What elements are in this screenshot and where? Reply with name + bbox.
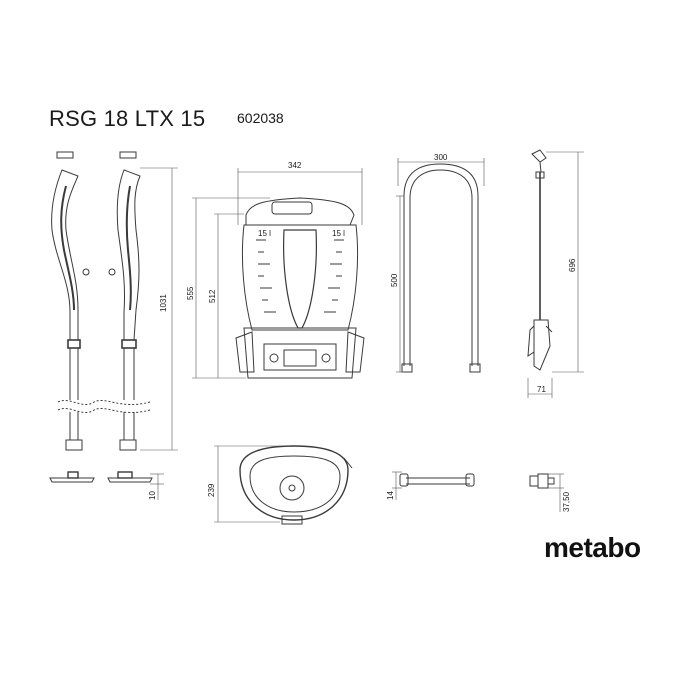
dim-label-nozzle-height: 37,50 [562,491,571,512]
dim-label-strap-clip-height: 10 [148,491,157,500]
dim-tank [192,168,363,379]
dim-strap-height [140,167,178,451]
strap-top-clip-right [119,151,137,159]
strap-clips-view [49,471,153,483]
nozzle-detail-view [529,473,555,489]
strap-top-clip-left [56,151,74,159]
dim-label-tank-height-total: 555 [186,286,195,300]
article-number: 602038 [237,110,284,126]
dim-label-frame-height: 500 [390,273,399,287]
battery-pump-unit [263,343,337,371]
tank-foot-left [235,331,255,373]
lance-nozzle [531,149,547,163]
tank-scale-label-right: 15 l [332,229,345,238]
strap-buckle-right [108,268,116,276]
dim-label-tank-depth: 239 [207,483,216,497]
shoulder-straps-view [51,151,151,451]
dim-label-frame-width: 300 [434,153,448,162]
frame-foot-right [469,363,481,373]
dim-label-tank-width: 342 [288,161,302,170]
frame-foot-left [401,363,413,373]
strap-bottom-hook-left [65,439,83,451]
frame-outer [403,163,479,366]
tank-front-view [235,197,365,379]
frame-bar-view [399,473,475,487]
dim-lance [527,151,584,398]
model-title: RSG 18 LTX 15 [49,106,206,131]
tank-level-window [283,229,317,329]
dim-tank-depth [214,445,290,523]
tank-body [241,224,359,331]
metabo-logo: metabo [544,532,641,563]
dim-label-lance-length: 696 [568,258,577,272]
lance-handle [533,319,551,371]
frame-view [401,163,481,373]
dim-label-tank-height-body: 512 [208,289,217,303]
tank-top-outline [239,445,349,521]
strap-bottom-hook-right [119,439,137,451]
tank-foot-right [345,331,365,373]
dim-label-lance-depth: 71 [537,385,546,394]
strap-buckle-left [82,268,90,276]
dim-label-frame-bar-height: 14 [386,491,395,500]
tank-base [243,327,357,379]
tank-top-cap [245,197,355,226]
tank-top-view [239,445,353,525]
tank-scale-label-left: 15 l [258,229,271,238]
dim-label-strap-height: 1031 [159,294,168,312]
tank-filler-cap [279,475,305,501]
dim-frame [396,158,485,373]
spray-lance-view [527,149,553,371]
